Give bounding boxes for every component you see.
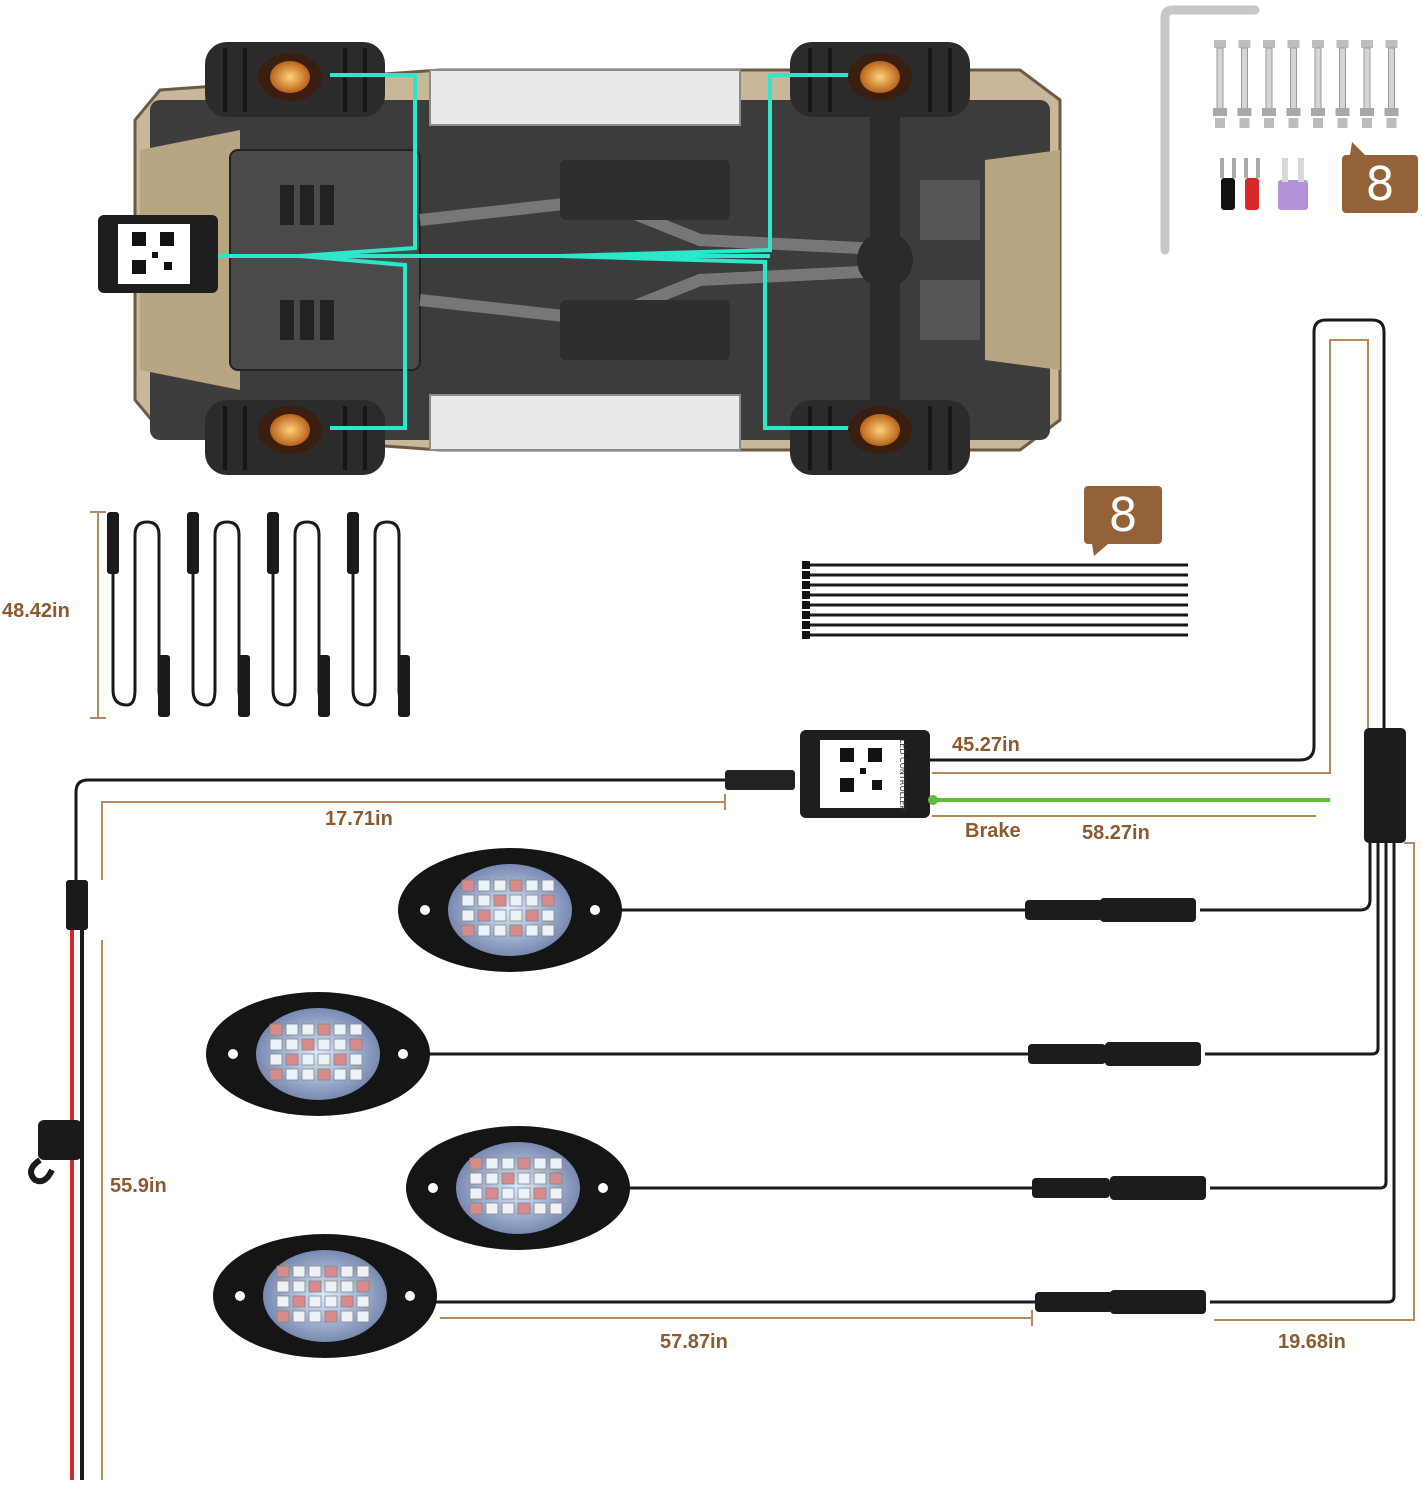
cable-tie-icon: [802, 611, 1188, 619]
bolt-set: [1213, 40, 1399, 128]
cable-tie-count-label: 8: [1108, 488, 1138, 542]
rock-light-icon: [213, 1234, 1206, 1358]
hex-key-icon: [1160, 5, 1260, 255]
bolt-icon: [1213, 40, 1227, 128]
extension-cable: [347, 512, 410, 717]
rock-light-icon: [406, 1126, 1206, 1250]
cable-tie-icon: [802, 601, 1188, 609]
extension-cable-length: 48.42in: [2, 600, 70, 622]
led-controller: LED CONTROLLER: [800, 730, 930, 818]
splitter-leads: [1200, 843, 1396, 1304]
power-lead: [74, 778, 730, 880]
vehicle-controller: [98, 215, 218, 293]
brake-wire: [928, 795, 1330, 805]
cable-tie-icon: [802, 591, 1188, 599]
cable-tie-icon: [802, 631, 1188, 639]
splitter-dimension-line: [1214, 842, 1415, 1321]
qr-code-icon: [840, 748, 882, 792]
hardware-count-badge: [1342, 142, 1418, 213]
power-lead-length: 17.71in: [325, 808, 393, 830]
controller-output-cable: [930, 318, 1386, 762]
power-lead-connector: [725, 770, 795, 790]
bolt-icon: [1311, 40, 1325, 128]
battery-cable: [66, 880, 88, 1480]
controller-output-length: 45.27in: [952, 734, 1020, 756]
extension-cable: [187, 512, 250, 717]
controller-label: LED CONTROLLER: [898, 739, 907, 812]
light-cable-length: 57.87in: [660, 1331, 728, 1353]
vehicle-underbody: [133, 42, 1062, 475]
light-cable-dimension-line: [440, 1310, 1033, 1326]
bolt-icon: [1384, 40, 1399, 128]
bolt-icon: [1286, 40, 1301, 128]
cable-tie-icon: [802, 561, 1188, 639]
extension-cable: [107, 512, 170, 717]
splitter-lead-length: 19.68in: [1278, 1331, 1346, 1353]
power-lead-dimension-line: [101, 794, 726, 880]
fork-terminal-icon: [1220, 158, 1260, 210]
cable-tie-icon: [802, 621, 1188, 629]
cable-tie-icon: [802, 571, 1188, 579]
extension-dimension-line: [90, 511, 106, 719]
fuse-holder-icon: [28, 1120, 82, 1185]
battery-cable-length: 55.9in: [110, 1175, 167, 1197]
bolt-icon: [1360, 40, 1374, 128]
fuse-icon: [1278, 158, 1308, 210]
bolt-icon: [1335, 40, 1350, 128]
extension-cables: [107, 512, 410, 717]
splitter-hub: [1364, 728, 1406, 843]
hardware-count-label: 8: [1365, 157, 1395, 211]
extension-cable: [267, 512, 330, 717]
bolt-icon: [1237, 40, 1252, 128]
bolt-icon: [1213, 40, 1399, 128]
bolt-icon: [1262, 40, 1276, 128]
cable-tie-badge: [1084, 486, 1162, 556]
vehicle-rock-lights: [258, 53, 912, 454]
rock-lights: [206, 848, 1206, 1358]
brake-wire-length: 58.27in: [1082, 822, 1150, 844]
rock-light-icon: [398, 848, 1196, 972]
rock-light-icon: [206, 992, 1201, 1116]
brake-label: Brake: [965, 820, 1021, 842]
vehicle-wiring: [215, 73, 850, 430]
cable-tie-icon: [802, 561, 1188, 569]
qr-code-icon: [132, 232, 174, 274]
cable-tie-icon: [802, 581, 1188, 589]
controller-output-dimension-line: [932, 339, 1369, 774]
